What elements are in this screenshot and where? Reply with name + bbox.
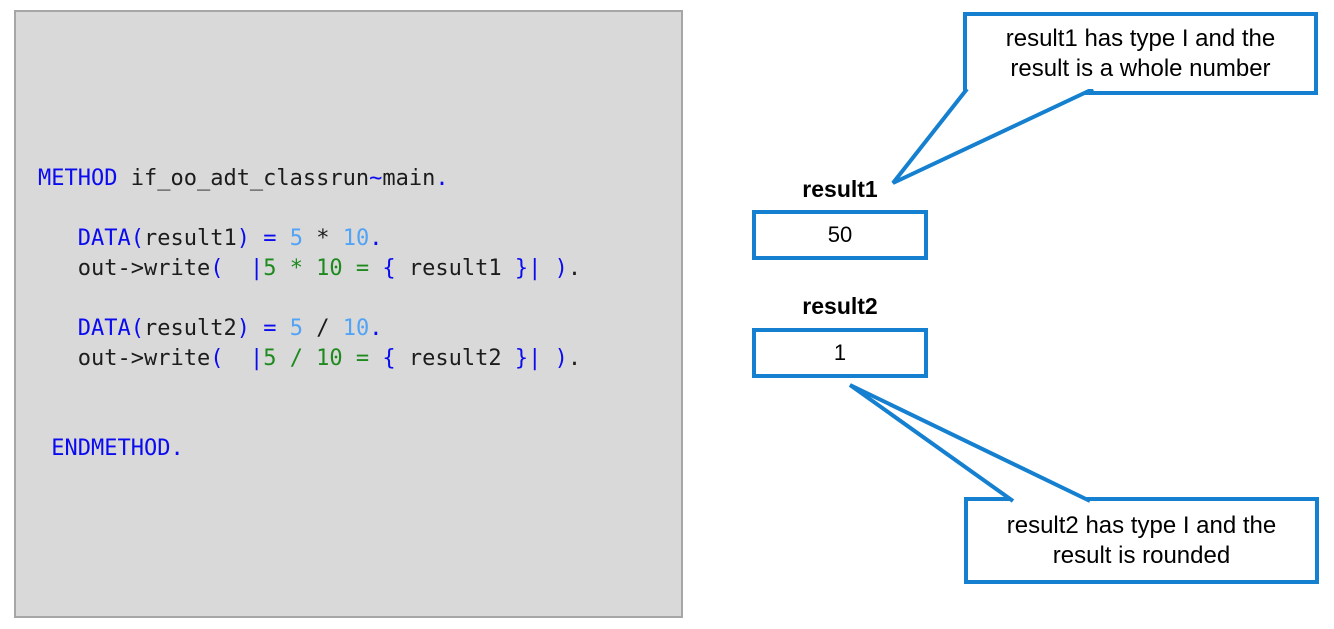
code-line: [38, 194, 581, 224]
callout-result2-tail-icon: [848, 383, 1091, 503]
callout-result1: result1 has type I and the result is a w…: [963, 12, 1318, 95]
abap-code: METHOD if_oo_adt_classrun~main. DATA(res…: [38, 164, 581, 464]
result2-value-box: 1: [752, 328, 928, 378]
code-line: [38, 284, 581, 314]
result1-value: 50: [827, 222, 853, 247]
code-line: DATA(result1) = 5 * 10.: [77, 226, 383, 251]
callout-result1-tail-icon: [891, 89, 1094, 185]
result1-label: result1: [802, 176, 878, 202]
code-line: METHOD if_oo_adt_classrun~main.: [38, 166, 449, 191]
code-line: ENDMETHOD.: [51, 436, 184, 461]
result2-value: 1: [833, 340, 847, 365]
result1-value-box: 50: [752, 210, 928, 260]
code-line: out->write( |5 * 10 = { result1 }| ).: [77, 256, 582, 281]
code-line: [38, 374, 581, 404]
callout-result2: result2 has type I and the result is rou…: [964, 497, 1319, 584]
code-line: DATA(result2) = 5 / 10.: [77, 316, 383, 341]
abap-code-panel: METHOD if_oo_adt_classrun~main. DATA(res…: [14, 10, 683, 618]
code-line: out->write( |5 / 10 = { result2 }| ).: [77, 346, 582, 371]
code-line: [38, 404, 581, 434]
callout-result1-text: result1 has type I and the result is a w…: [1005, 24, 1276, 82]
callout-result2-text: result2 has type I and the result is rou…: [1006, 511, 1277, 569]
result2-label: result2: [802, 293, 878, 319]
